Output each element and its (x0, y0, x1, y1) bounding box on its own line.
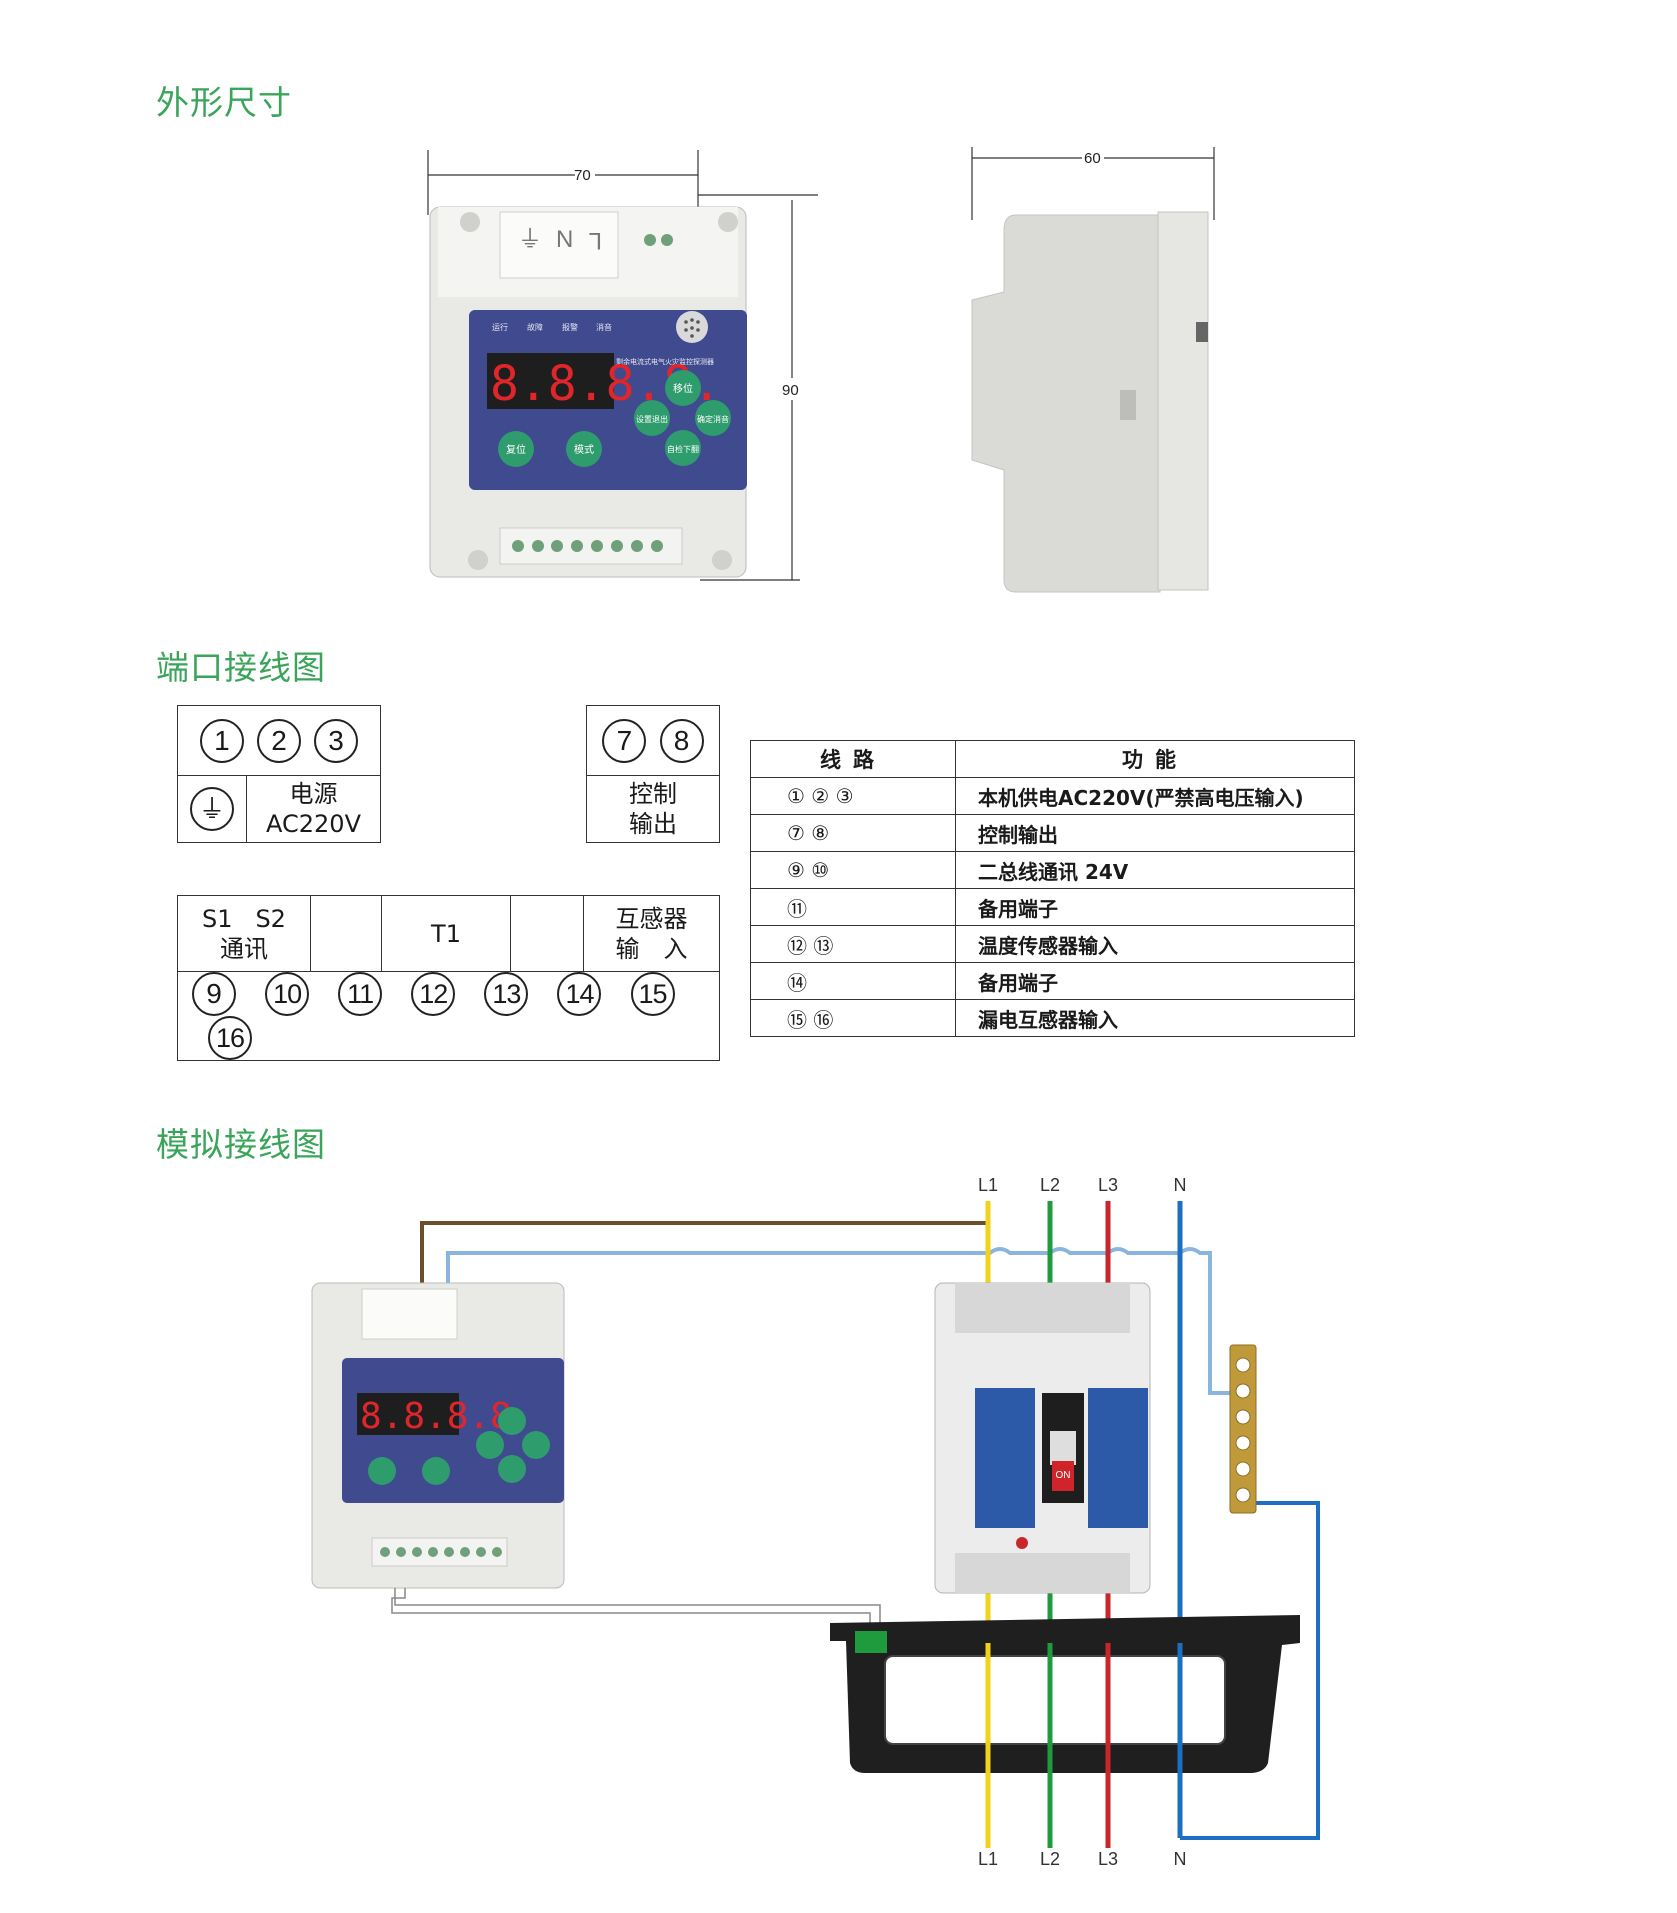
port-diagram-title: 端口接线图 (156, 648, 326, 687)
indicator-fault: 故障 (527, 322, 543, 332)
terminal-n-label: N (556, 226, 573, 253)
selftest-button-label: 自检下翻 (667, 444, 699, 454)
comm-terminal-names: S1 S2 (202, 904, 286, 933)
ground-icon: ⏚ (190, 787, 234, 831)
terminal-l-label: L (589, 227, 602, 254)
ct-label-line1: 互感器 (615, 904, 688, 933)
terminal-2: 2 (257, 718, 301, 763)
terminal-16: 16 (208, 1016, 252, 1060)
control-label-line2: 输出 (629, 810, 677, 838)
terminal-7: 7 (602, 718, 647, 763)
depth-label: 60 (1084, 150, 1101, 167)
depth-dimension (971, 147, 1215, 220)
shift-button-label: 移位 (673, 382, 693, 395)
table-row: ⑨ ⑩ 二总线通讯 24V (750, 851, 1355, 889)
terminal-14: 14 (557, 972, 602, 1016)
control-label-line1: 控制 (629, 780, 677, 808)
width-label: 70 (574, 167, 591, 184)
table-row: ⑮ ⑯ 漏电互感器输入 (750, 999, 1355, 1037)
neutral-return-wire (1180, 1501, 1320, 1840)
mode-button-label: 模式 (574, 443, 594, 456)
terminal-15: 15 (630, 972, 675, 1016)
phase-label-top-l2: L2 (1040, 1175, 1060, 1195)
ct-signal-wire-1 (394, 1588, 881, 1653)
indicator-silence: 消音 (596, 322, 612, 332)
phase-label-top-n: N (1174, 1175, 1187, 1195)
table-row: ⑦ ⑧ 控制输出 (750, 814, 1355, 852)
height-label: 90 (782, 382, 799, 399)
power-terminals-row: 1 2 3 (177, 705, 381, 776)
reset-button-label: 复位 (506, 443, 526, 456)
phase-label-top-l3: L3 (1098, 1175, 1118, 1195)
phase-label-bottom-l1: L1 (978, 1849, 998, 1869)
device-side-view (971, 211, 1209, 593)
terminal-10: 10 (265, 972, 310, 1016)
phase-label-bottom-n: N (1174, 1849, 1187, 1869)
power-terminal-block: 1 2 3 ⏚ 电源 AC220V (177, 705, 381, 843)
setting-button-label: 设置退出 (636, 414, 668, 424)
wiring-diagram-title: 模拟接线图 (156, 1125, 326, 1164)
control-terminal-block: 7 8 控制 输出 (586, 705, 720, 843)
wiring-diagram: L1 L2 L3 N L1 L2 L3 N ON (311, 1175, 1320, 1869)
ct-label-line2: 输 入 (615, 934, 688, 963)
current-transformer (830, 1615, 1300, 1773)
indicator-alarm: 报警 (562, 322, 578, 332)
power-label: 电源 (289, 780, 338, 808)
phase-label-bottom-l3: L3 (1098, 1849, 1118, 1869)
phase-label-top-l1: L1 (978, 1175, 998, 1195)
table-row: ⑪ 备用端子 (750, 888, 1355, 926)
header-route: 线路 (750, 740, 956, 778)
ground-symbol: ⏚ (518, 225, 542, 253)
terminal-13: 13 (484, 972, 529, 1016)
terminal-12: 12 (411, 972, 456, 1016)
terminal-3: 3 (314, 718, 359, 763)
terminal-8: 8 (659, 718, 704, 763)
device-model-text: 剩余电流式电气火灾监控探测器 (616, 357, 714, 366)
indicator-running: 运行 (492, 322, 508, 332)
terminal-bar (1229, 1344, 1257, 1514)
terminal-9: 9 (192, 972, 236, 1016)
phase-label-bottom-l2: L2 (1040, 1849, 1060, 1869)
power-voltage: AC220V (266, 810, 361, 838)
monitor-device: 8.8.8.8. (311, 1282, 565, 1589)
width-dimension (427, 150, 699, 215)
terminal-1: 1 (199, 718, 244, 763)
breaker-on-label: ON (1056, 1470, 1071, 1481)
dimensions-title: 外形尺寸 (156, 83, 292, 122)
temp-sensor-label: T1 (431, 919, 461, 948)
confirm-button-label: 确定消音 (697, 414, 729, 424)
header-function: 功能 (955, 740, 1355, 778)
table-row: ⑫ ⑬ 温度传感器输入 (750, 925, 1355, 963)
device-front-view: ⏚ N L 运行 故障 报警 消音 剩余电流式电气火灾监控探测器 8.8.8.8… (429, 206, 747, 578)
terminal-11: 11 (338, 972, 383, 1016)
table-row: ① ② ③ 本机供电AC220V(严禁高电压输入) (750, 777, 1355, 815)
circuit-breaker: ON (934, 1282, 1151, 1594)
comm-label: 通讯 (220, 934, 268, 963)
height-dimension (698, 194, 818, 581)
brown-power-wire (420, 1221, 988, 1283)
signal-terminal-block: S1 S2 通讯 T1 互感器 输 入 9 10 11 12 13 14 15 … (177, 895, 720, 1061)
ct-signal-wire-2 (391, 1588, 871, 1653)
table-row: ⑭ 备用端子 (750, 962, 1355, 1000)
dimension-drawings: 70 90 60 ⏚ N L 运行 故障 (427, 147, 1215, 593)
function-table: 线路 功能 ① ② ③ 本机供电AC220V(严禁高电压输入) ⑦ ⑧ 控制输出… (750, 740, 1355, 1037)
